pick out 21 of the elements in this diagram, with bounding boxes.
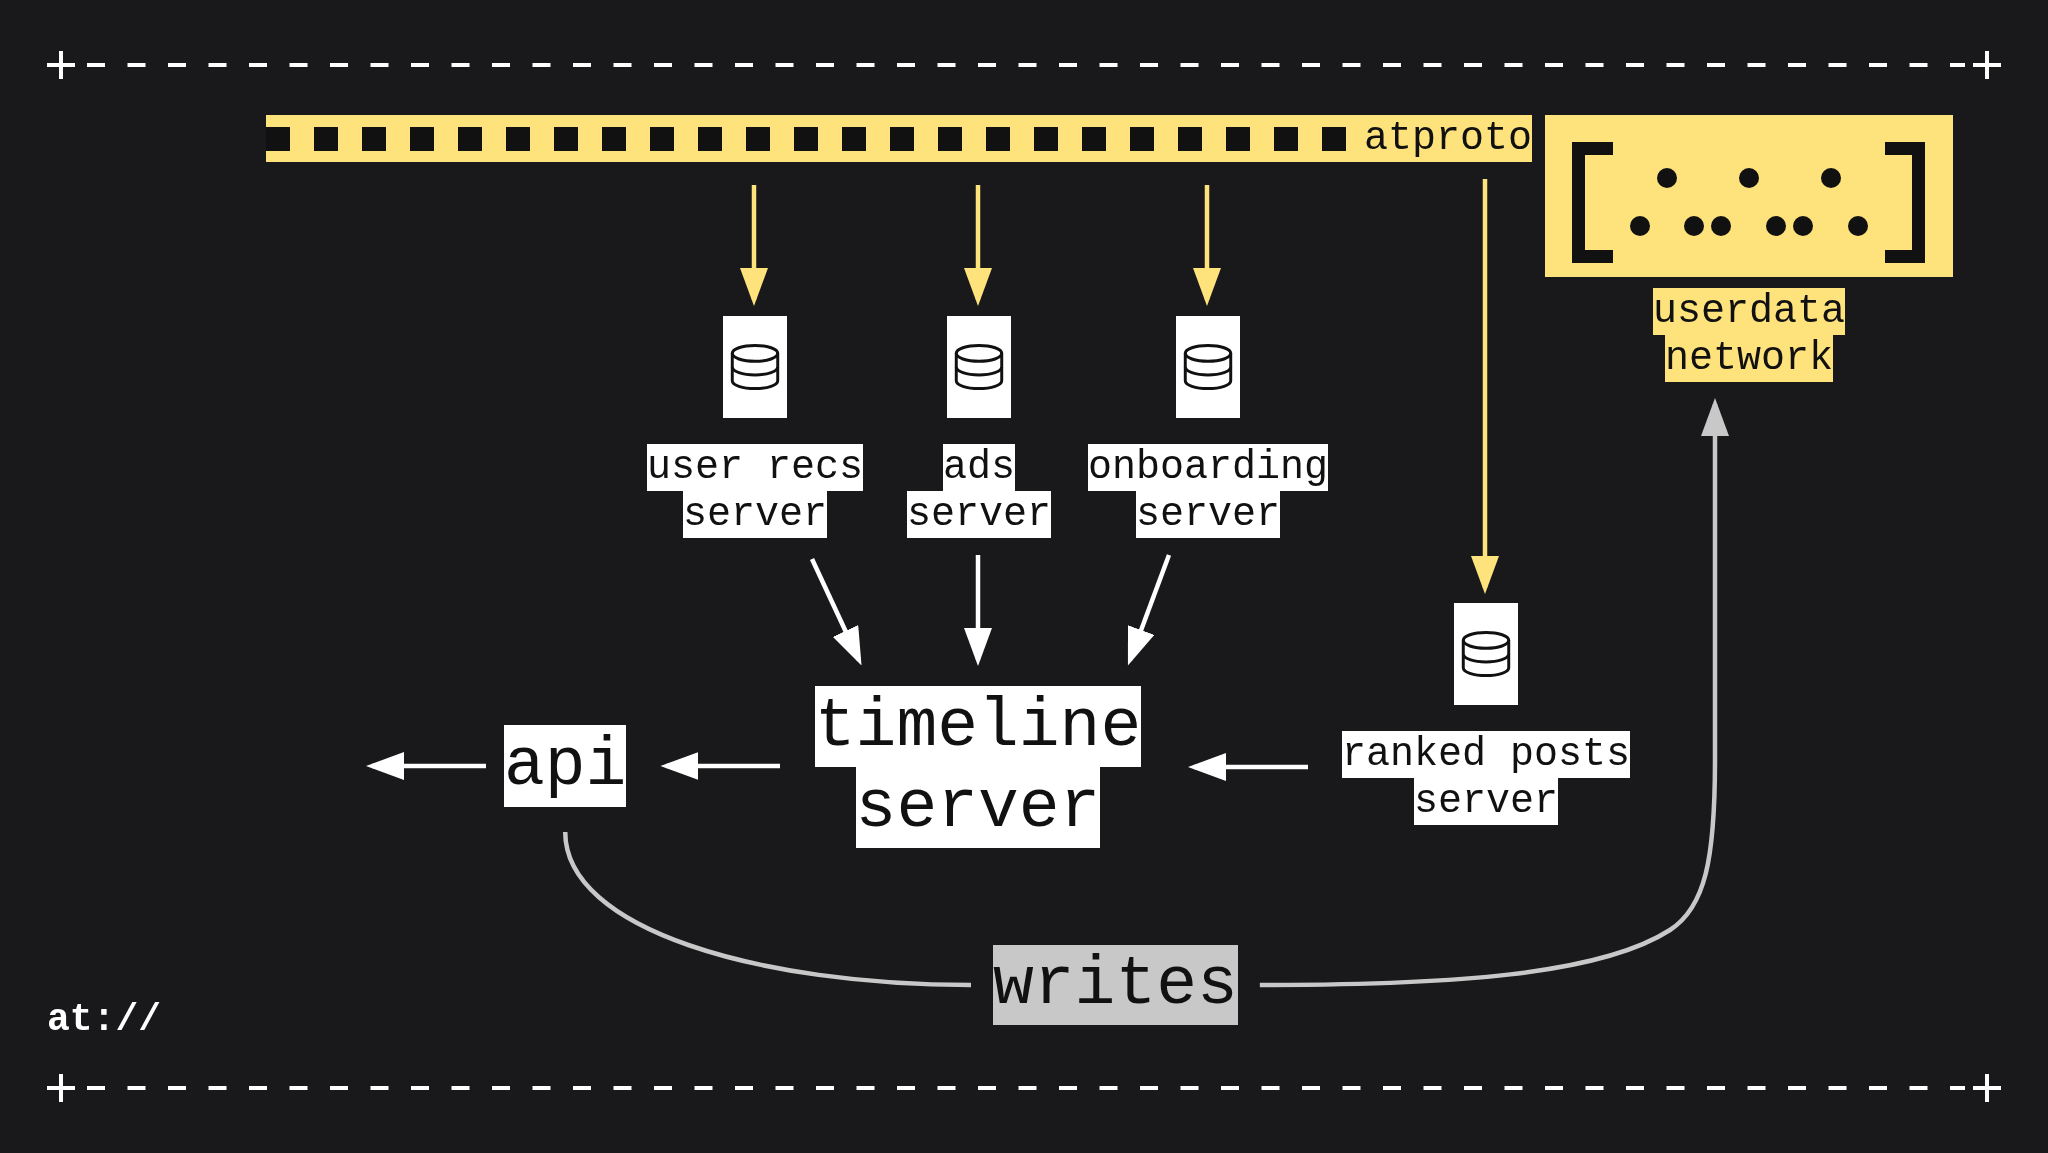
protocol-bar [266, 115, 1532, 162]
footer-label: at:// [47, 998, 162, 1042]
node-label: onboarding server [1087, 444, 1329, 538]
arrow [964, 555, 992, 666]
arrow [1127, 554, 1172, 666]
arrow [809, 558, 862, 666]
node-label: ads server [906, 444, 1052, 538]
node-label: api [504, 725, 627, 807]
edge-label: writes [993, 945, 1238, 1025]
arrow [1471, 179, 1499, 594]
arrow [964, 185, 992, 306]
arrow [740, 185, 768, 306]
arrow [1193, 185, 1221, 306]
node-label: userdata network [1652, 288, 1846, 382]
arrow [1188, 753, 1308, 781]
arrow [366, 752, 486, 780]
arrow [660, 752, 780, 780]
bar-label: atproto [1363, 115, 1532, 162]
node-label: ranked posts server [1341, 731, 1631, 825]
node-label: timeline server [814, 686, 1142, 848]
node-label: user recs server [646, 444, 864, 538]
